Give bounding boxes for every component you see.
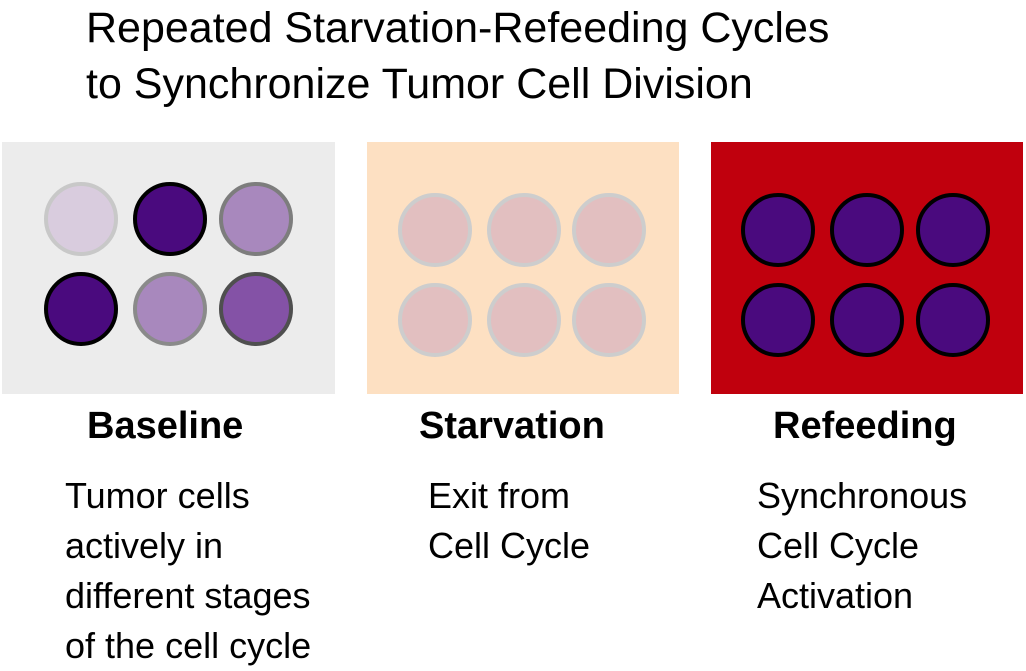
baseline-panel-background <box>2 142 335 394</box>
starvation-cell-4 <box>398 283 472 357</box>
refeeding-cell-3 <box>916 193 990 267</box>
starvation-cell-5 <box>487 283 561 357</box>
refeeding-cell-6 <box>916 283 990 357</box>
starvation-panel <box>367 142 679 394</box>
refeeding-cell-4 <box>741 283 815 357</box>
baseline-description-line-2: actively in <box>65 525 224 566</box>
baseline-cell-3 <box>219 182 293 256</box>
baseline-cell-4 <box>44 272 118 346</box>
baseline-heading: Baseline <box>87 405 244 447</box>
baseline-panel <box>2 142 335 394</box>
refeeding-description: Synchronous Cell Cycle Activation <box>757 471 967 621</box>
baseline-cell-5 <box>133 272 207 346</box>
baseline-description-line-1: Tumor cells <box>65 475 250 516</box>
refeeding-cell-5 <box>830 283 904 357</box>
baseline-cell-1 <box>44 182 118 256</box>
refeeding-cell-2 <box>830 193 904 267</box>
baseline-description-line-3: different stages <box>65 575 311 616</box>
baseline-description-line-4: of the cell cycle <box>65 625 312 666</box>
diagram-title: Repeated Starvation-Refeeding Cycles to … <box>86 0 1016 112</box>
starvation-cell-1 <box>398 193 472 267</box>
starvation-cell-plate <box>367 142 679 394</box>
title-line-1: Repeated Starvation-Refeeding Cycles <box>86 4 830 52</box>
refeeding-heading: Refeeding <box>773 405 957 447</box>
refeeding-description-line-3: Activation <box>757 575 914 616</box>
baseline-cell-plate <box>2 142 335 394</box>
starvation-description: Exit from Cell Cycle <box>428 471 590 571</box>
refeeding-description-line-1: Synchronous <box>757 475 968 516</box>
starvation-cell-6 <box>572 283 646 357</box>
baseline-description: Tumor cells actively in different stages… <box>65 471 311 671</box>
title-line-2: to Synchronize Tumor Cell Division <box>86 60 753 108</box>
refeeding-panel <box>711 142 1023 394</box>
starvation-description-line-2: Cell Cycle <box>428 525 591 566</box>
baseline-cell-2 <box>133 182 207 256</box>
refeeding-cell-plate <box>711 142 1023 394</box>
starvation-cell-3 <box>572 193 646 267</box>
refeeding-description-line-2: Cell Cycle <box>757 525 920 566</box>
starvation-cell-2 <box>487 193 561 267</box>
starvation-heading: Starvation <box>419 405 605 447</box>
refeeding-cell-1 <box>741 193 815 267</box>
starvation-description-line-1: Exit from <box>428 475 571 516</box>
baseline-cell-6 <box>219 272 293 346</box>
